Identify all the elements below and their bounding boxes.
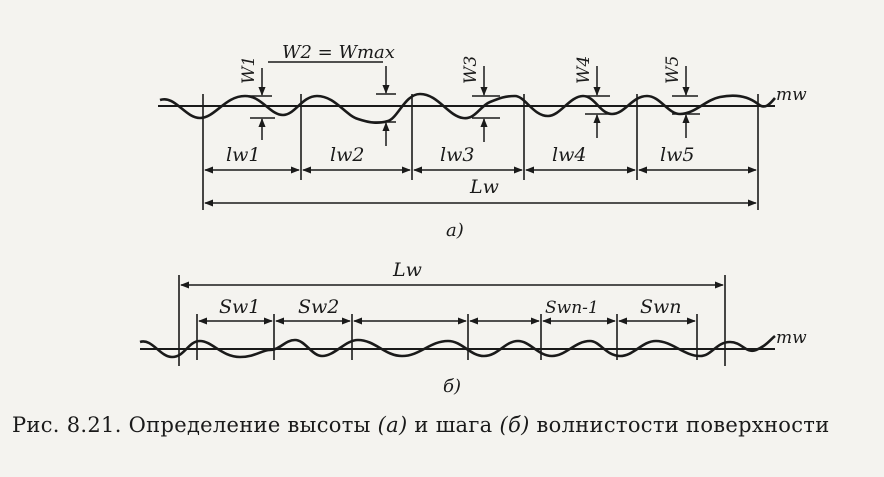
- label-mw-b: mw: [776, 328, 807, 348]
- caption-mark-a: (а): [377, 413, 408, 437]
- figure-caption: Рис. 8.21. Определение высоты (а) и шага…: [12, 413, 872, 437]
- label-mw-a: mw: [776, 85, 807, 105]
- step-dims-b: [180, 281, 724, 325]
- caption-mark-b: (б): [499, 413, 530, 437]
- height-marker-w5: [672, 66, 700, 138]
- label-w1: W1: [239, 56, 259, 84]
- label-lw2: lw2: [330, 144, 364, 166]
- label-lw5: lw5: [660, 144, 694, 166]
- label-w4: W4: [574, 56, 594, 84]
- caption-text-3: волнистости поверхности: [536, 413, 830, 437]
- height-marker-w4: [583, 66, 612, 138]
- figure-b: Lw Sw1 Sw2 Swn-1 Swn mw б): [139, 259, 807, 397]
- height-marker-w3: [472, 66, 500, 142]
- panel-label-a: а): [446, 220, 464, 241]
- label-w3: W3: [461, 56, 481, 84]
- step-dividers-b: [178, 275, 726, 366]
- label-swn: Swn: [640, 296, 682, 318]
- label-total-lw-a: Lw: [469, 176, 499, 198]
- label-lw1: lw1: [226, 144, 260, 166]
- label-lw3: lw3: [440, 144, 474, 166]
- profile-wave-b: [139, 334, 776, 359]
- label-total-lw-b: Lw: [392, 259, 422, 281]
- label-sw2: Sw2: [298, 296, 339, 318]
- label-swn-1: Swn-1: [545, 298, 599, 318]
- caption-prefix: Рис. 8.21.: [12, 413, 122, 437]
- panel-label-b: б): [443, 376, 461, 397]
- label-w2-wmax: W2 = Wmax: [282, 42, 395, 63]
- height-marker-w1: [247, 68, 275, 140]
- height-marker-w2: [268, 61, 396, 146]
- label-lw4: lw4: [552, 144, 586, 166]
- sampling-length-dims: [204, 166, 757, 207]
- segment-dividers-a: [202, 94, 759, 210]
- caption-text-2: и шага: [414, 413, 493, 437]
- caption-text-1: Определение высоты: [128, 413, 371, 437]
- label-w5: W5: [663, 56, 683, 84]
- label-sw1: Sw1: [219, 296, 260, 318]
- figure-a: W1 W2 = Wmax W3 W4 W5 mw lw1 lw2 lw3 lw4…: [158, 42, 807, 241]
